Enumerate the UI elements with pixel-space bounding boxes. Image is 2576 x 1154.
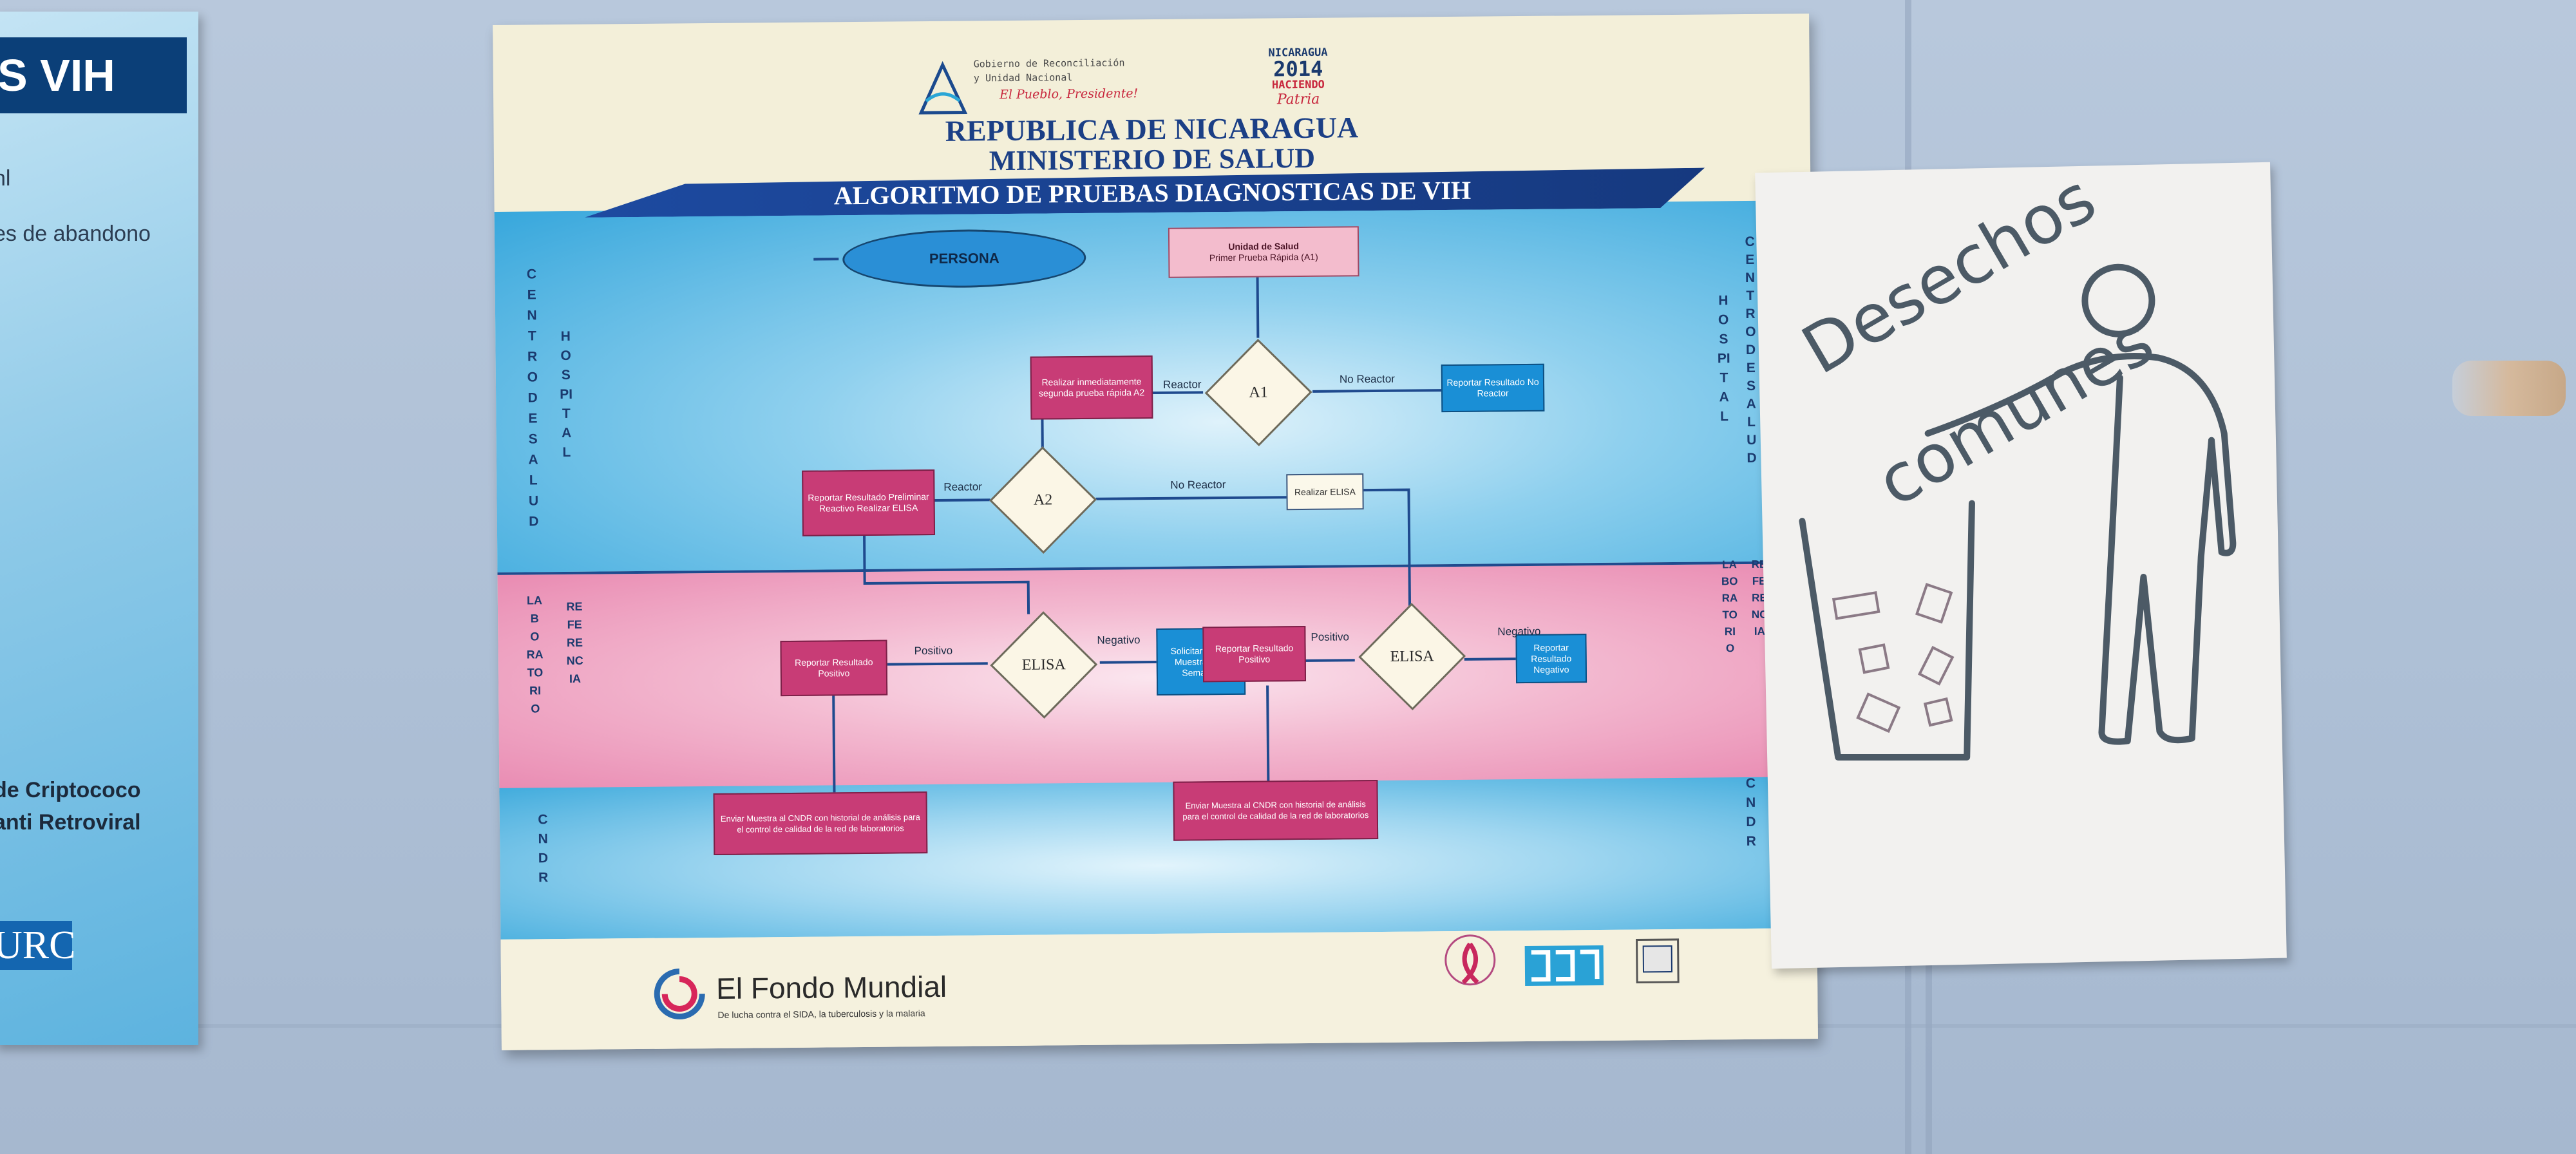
- edge-label-no-reactor: No Reactor: [1170, 478, 1226, 491]
- flow-connectors: [813, 258, 1516, 793]
- elisa-left-decision: ELISA: [989, 610, 1099, 720]
- global-fund-logo-icon: [654, 968, 705, 1019]
- report-preliminary-node: Reportar Resultado Preliminar Reactivo R…: [802, 469, 936, 536]
- elisa-right-label: ELISA: [1390, 647, 1434, 665]
- a1-decision: A1: [1203, 337, 1313, 448]
- tape-piece: [2452, 361, 2566, 416]
- perform-elisa-node: Realizar ELISA: [1286, 473, 1364, 511]
- left-poster-line: es de abandono: [0, 222, 151, 246]
- send-sample-cndr-right-node: Enviar Muestra al CNDR con historial de …: [1173, 780, 1379, 841]
- hiv-algorithm-poster: Gobierno de Reconciliación y Unidad Naci…: [493, 14, 1818, 1050]
- left-poster-line: nl: [0, 166, 11, 191]
- global-fund-tagline: De lucha contra el SIDA, la tuberculosis…: [717, 1008, 925, 1020]
- left-poster: S VIH nl es de abandono de Criptococo an…: [0, 12, 198, 1045]
- urc-logo: URC: [0, 921, 75, 970]
- global-fund-brand: El Fondo Mundial: [715, 969, 947, 1005]
- edge-label-positivo: Positivo: [914, 644, 953, 657]
- a2-decision: A2: [988, 445, 1098, 555]
- a1-label: A1: [1249, 383, 1268, 401]
- edge-label-no-reactor: No Reactor: [1339, 372, 1396, 386]
- waste-bin-sign: Desechos comunes: [1755, 158, 2287, 969]
- cdc-logo-icon: [1524, 945, 1604, 987]
- left-poster-header: S VIH: [0, 37, 187, 113]
- edge-label-reactor: Reactor: [943, 480, 982, 493]
- wall-seam: [1926, 953, 1932, 1154]
- health-unit-title: Unidad de Salud: [1228, 241, 1300, 252]
- report-positive-left-node: Reportar Resultado Positivo: [780, 639, 888, 697]
- left-poster-line: de Criptococo: [0, 778, 141, 802]
- edge-label-negativo: Negativo: [1497, 625, 1541, 638]
- person-throwing-trash-icon: [1799, 263, 2237, 761]
- edge-label-positivo: Positivo: [1311, 630, 1350, 643]
- elisa-left-label: ELISA: [1021, 656, 1066, 674]
- edge-label-reactor: Reactor: [1162, 378, 1202, 391]
- health-unit-subtitle: Primer Prueba Rápida (A1): [1209, 251, 1318, 263]
- edge-label-negativo: Negativo: [1097, 634, 1141, 647]
- report-non-reactive-node: Reportar Resultado No Reactor: [1441, 363, 1545, 413]
- elisa-right-decision: ELISA: [1357, 601, 1467, 712]
- left-poster-line: anti Retroviral: [0, 810, 141, 835]
- second-rapid-test-node: Realizar inmediatamente segunda prueba r…: [1030, 355, 1153, 420]
- a2-label: A2: [1033, 491, 1053, 509]
- report-positive-right-node: Reportar Resultado Positivo: [1202, 625, 1307, 683]
- send-sample-cndr-left-node: Enviar Muestra al CNDR con historial de …: [713, 791, 928, 856]
- aids-ribbon-logo-icon: [1444, 934, 1496, 986]
- government-logo: Gobierno de Reconciliación y Unidad Naci…: [917, 53, 1162, 126]
- report-negative-node: Reportar Resultado Negativo: [1515, 634, 1587, 684]
- health-unit-node: Unidad de Salud Primer Prueba Rápida (A1…: [1168, 226, 1359, 278]
- uvg-logo-icon: [1636, 938, 1680, 984]
